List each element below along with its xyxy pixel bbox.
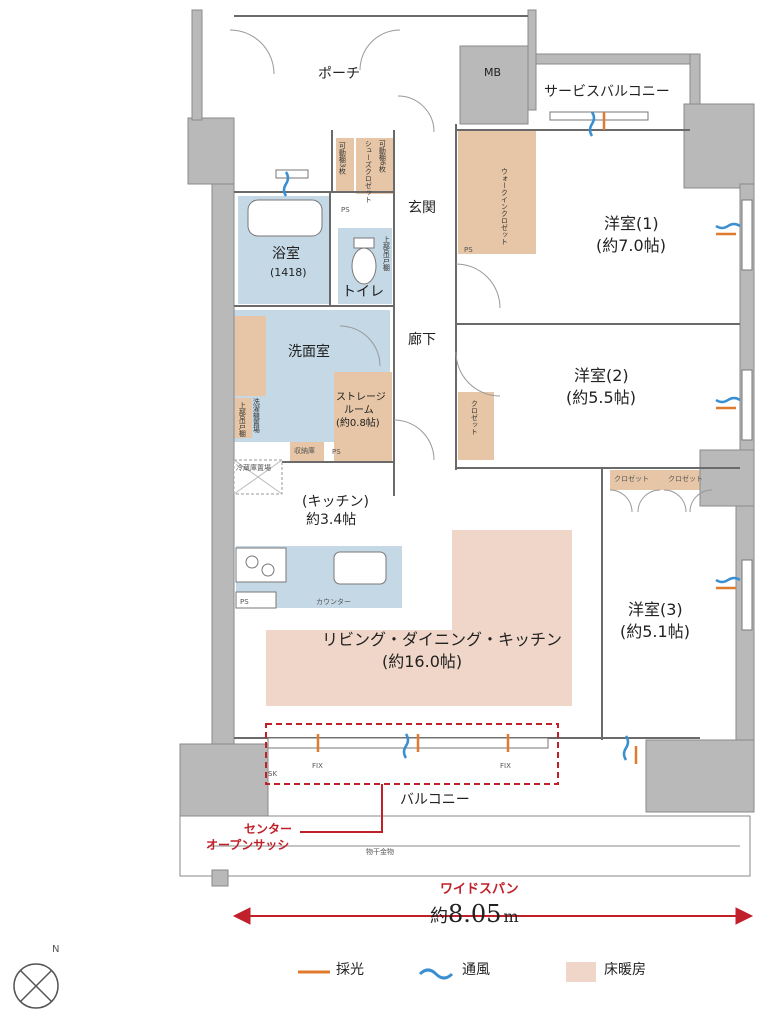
wide-span-unit: m [503, 907, 519, 926]
walk-in-closet-label: ウォークインクロゼット [500, 168, 509, 245]
wide-span-arrow [232, 907, 754, 925]
storage-room-label-2: ルーム [344, 405, 374, 416]
storage-room-size: (約0.8帖) [336, 418, 380, 429]
western-room-3-size: (約5.1帖) [620, 622, 690, 641]
entrance-label: 玄関 [408, 200, 436, 216]
porch-label: ポーチ [318, 66, 360, 82]
legend-ventilation: 通風 [462, 962, 490, 978]
wide-span-prefix: 約 [430, 906, 448, 927]
movable-shelf-left-label: 可動棚3枚 [338, 142, 347, 175]
western-room-2-size: (約5.5帖) [566, 388, 636, 407]
toilet-cabinet-label: 上部吊戸棚 [382, 236, 391, 271]
fix-label-left: FIX [312, 762, 323, 770]
closet-label-3b: クロゼット [668, 475, 703, 483]
mb-label: MB [484, 66, 502, 79]
kitchen-size: 約3.4帖 [306, 512, 357, 528]
bath-label: 浴室 [272, 246, 300, 262]
ps-label-storage: PS [332, 448, 341, 456]
wide-span-title: ワイドスパン [440, 882, 519, 897]
center-sash-label-2: オープンサッシ [206, 838, 290, 852]
washroom-label: 洗面室 [288, 344, 330, 360]
kitchen-fixtures [235, 547, 387, 609]
western-room-1-size: (約7.0帖) [596, 236, 666, 255]
center-open-sash-highlight [265, 723, 559, 833]
sk-label: SK [268, 770, 278, 778]
ps-label-bath: PS [341, 206, 350, 214]
balcony-outline [179, 815, 751, 887]
counter-label: カウンター [316, 598, 351, 606]
legend-floor-heating: 床暖房 [604, 962, 646, 978]
closet-label-2: クロゼット [470, 400, 479, 435]
ldk-size: (約16.0帖) [382, 652, 463, 671]
compass-icon [13, 963, 59, 1009]
western-room-3-label: 洋室(3) [628, 600, 683, 619]
shoe-closet-label: シューズクロゼット [364, 140, 373, 203]
center-sash-label-1: センター [244, 822, 293, 836]
ps-label-closet: PS [464, 246, 473, 254]
movable-shelf-label: 可動棚6枚 [378, 140, 387, 173]
ldk-label: リビング・ダイニング・キッチン [322, 630, 563, 649]
compass-north-label: N [52, 944, 60, 955]
linen-cabinet-label: 上部吊戸棚 [238, 402, 247, 437]
bath-size-label: (1418) [270, 266, 307, 279]
fridge-space [233, 459, 283, 495]
fix-label-right: FIX [500, 762, 511, 770]
closet-label-3a: クロゼット [614, 475, 649, 483]
daylight-arrows [316, 112, 736, 764]
western-room-1-label: 洋室(1) [604, 214, 659, 233]
storage-room-label: ストレージ [336, 392, 386, 403]
balcony-label: バルコニー [400, 792, 470, 808]
fridge-space-label: 冷蔵庫置場 [236, 464, 271, 472]
hallway-label: 廊下 [408, 332, 436, 348]
western-room-2-label: 洋室(2) [574, 366, 629, 385]
floor-heating-zones [266, 530, 572, 706]
ps-label-kitchen: PS [240, 598, 249, 606]
toilet-label: トイレ [342, 284, 384, 300]
wide-span-value: 8.05 [448, 900, 502, 928]
laundry-rack-label: 物干金物 [366, 848, 394, 856]
legend-swatches [298, 962, 596, 982]
bathtub [247, 199, 323, 237]
door-swings [229, 29, 713, 513]
kitchen-label: (キッチン) [302, 494, 369, 510]
wash-cabinet-label: 洗濯機置場 [252, 398, 261, 433]
storage-unit-label: 収納庫 [294, 447, 315, 455]
legend-daylight: 採光 [336, 962, 364, 978]
toilet-fixture [351, 237, 377, 285]
service-balcony-label: サービスバルコニー [544, 84, 670, 100]
storage-areas [230, 130, 714, 490]
ventilation-arrows [282, 111, 741, 761]
